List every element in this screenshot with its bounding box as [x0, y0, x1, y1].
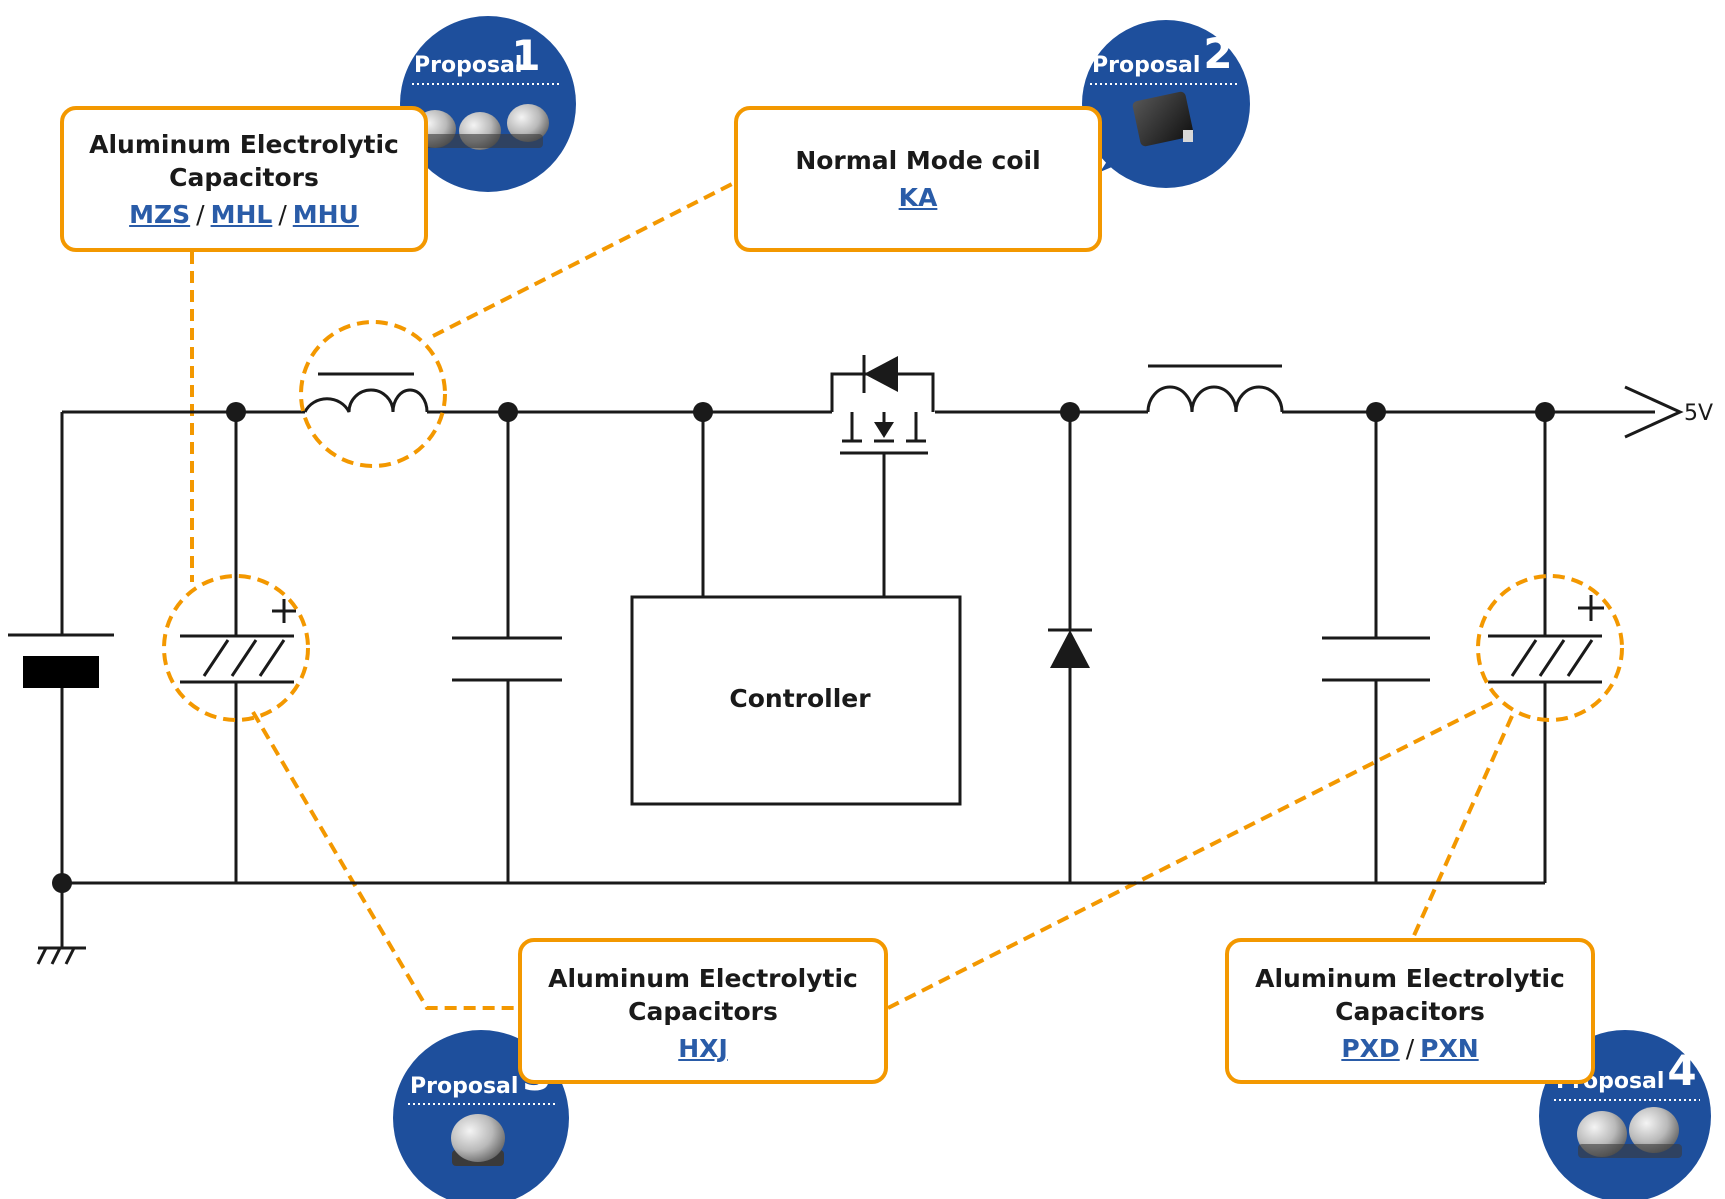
link-pxn[interactable]: PXN — [1420, 1034, 1479, 1063]
proposal-badge-2: Proposal 2 — [1082, 20, 1250, 188]
output-coil-symbol — [1146, 364, 1284, 413]
proposal-badge-1: Proposal 1 — [395, 16, 576, 192]
connector-3a — [251, 710, 520, 1010]
link-mhl[interactable]: MHL — [210, 200, 273, 229]
link-hxj[interactable]: HXJ — [678, 1034, 728, 1063]
callout-1-title-line1: Aluminum Electrolytic — [89, 130, 399, 159]
callout-4-links: PXD/PXN — [1341, 1034, 1479, 1063]
callout-1-title-line2: Capacitors — [169, 163, 319, 192]
callout-proposal-4: Aluminum Electrolytic Capacitors PXD/PXN — [1225, 938, 1595, 1084]
proposal-word-3: Proposal — [410, 1074, 518, 1099]
connector-2 — [432, 180, 737, 338]
capacitor-photo — [451, 1114, 505, 1166]
callout-2-title: Normal Mode coil — [795, 146, 1041, 175]
callout-proposal-3: Aluminum Electrolytic Capacitors HXJ — [518, 938, 888, 1084]
callout-2-links: KA — [738, 181, 1098, 215]
capacitor-3 — [1322, 636, 1430, 682]
proposal-number-4: 4 — [1667, 1046, 1696, 1095]
link-mzs[interactable]: MZS — [129, 200, 191, 229]
callout-proposal-1: Aluminum Electrolytic Capacitors MZS/MHL… — [60, 106, 428, 252]
circuit-wires — [60, 410, 1655, 948]
input-coil-symbol — [299, 320, 447, 468]
callout-1-links: MZS/MHL/MHU — [129, 200, 359, 229]
link-pxd[interactable]: PXD — [1341, 1034, 1400, 1063]
proposal-number-1: 1 — [511, 31, 540, 80]
controller-block: Controller — [630, 595, 962, 806]
junction-dots — [52, 402, 1555, 893]
callout-proposal-2: Normal Mode coil KA — [734, 106, 1102, 252]
callout-4-title-line1: Aluminum Electrolytic — [1255, 964, 1565, 993]
electrolytic-capacitor-4 — [1476, 574, 1624, 722]
link-ka[interactable]: KA — [898, 183, 938, 212]
callout-3-title-line1: Aluminum Electrolytic — [548, 964, 858, 993]
output-voltage-label: 5V — [1684, 401, 1713, 426]
callout-3-title-line2: Capacitors — [628, 997, 778, 1026]
controller-label: Controller — [729, 684, 871, 713]
connector-4 — [1410, 715, 1514, 941]
proposal-word-1: Proposal — [414, 53, 522, 78]
capacitor-2 — [452, 636, 562, 682]
link-mhu[interactable]: MHU — [292, 200, 359, 229]
output-arrow: 5V — [1624, 385, 1713, 439]
mosfet-switch-symbol — [830, 355, 935, 455]
proposal-word-2: Proposal — [1092, 53, 1200, 78]
freewheel-diode-symbol — [1048, 628, 1092, 668]
proposal-number-2: 2 — [1203, 29, 1232, 78]
battery-symbol — [8, 633, 114, 688]
electrolytic-capacitor-1 — [162, 574, 310, 722]
two-capacitors-photo — [1577, 1107, 1682, 1158]
ground-symbol — [36, 946, 86, 965]
coil-photo — [1132, 91, 1194, 147]
callout-connectors — [190, 180, 1514, 1010]
callout-3-links: HXJ — [522, 1032, 884, 1066]
callout-4-title-line2: Capacitors — [1335, 997, 1485, 1026]
